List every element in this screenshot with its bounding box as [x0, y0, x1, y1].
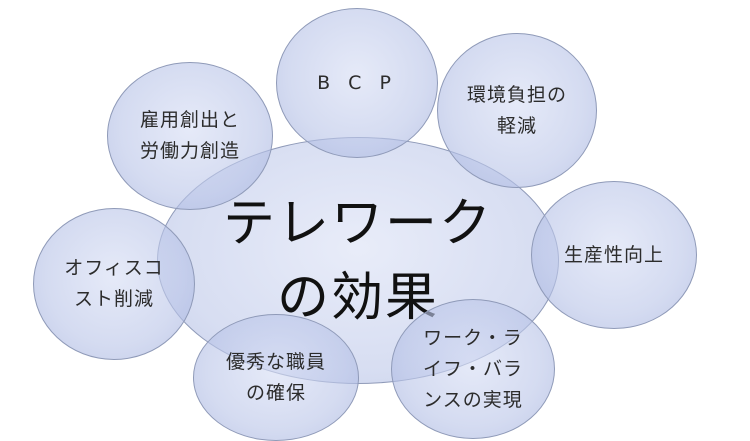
- bubble-environment: 環境負担の 軽減: [437, 33, 597, 188]
- bubble-bcp-label: B C P: [317, 71, 397, 94]
- center-title: テレワーク の効果: [223, 187, 493, 335]
- bubble-productivity-label: 生産性向上: [563, 243, 664, 266]
- bubble-office-cost-label: オフィスコ スト削減: [64, 257, 164, 310]
- center-title-line1: テレワーク: [222, 193, 493, 254]
- bubble-talent-label: 優秀な職員 の確保: [225, 350, 326, 404]
- bubble-talent: 優秀な職員 の確保: [193, 314, 359, 441]
- bubble-work-life-label: ワーク・ラ イフ・バラ ンスの実現: [422, 326, 523, 411]
- bubble-productivity: 生産性向上: [531, 181, 697, 329]
- bubble-bcp: B C P: [276, 8, 438, 158]
- bubble-environment-label: 環境負担の 軽減: [466, 83, 567, 137]
- bubble-employment: 雇用創出と 労働力創造: [107, 62, 273, 210]
- bubble-office-cost: オフィスコ スト削減: [33, 208, 195, 360]
- bubble-work-life: ワーク・ラ イフ・バラ ンスの実現: [391, 299, 555, 439]
- bubble-employment-label: 雇用創出と 労働力創造: [139, 109, 240, 162]
